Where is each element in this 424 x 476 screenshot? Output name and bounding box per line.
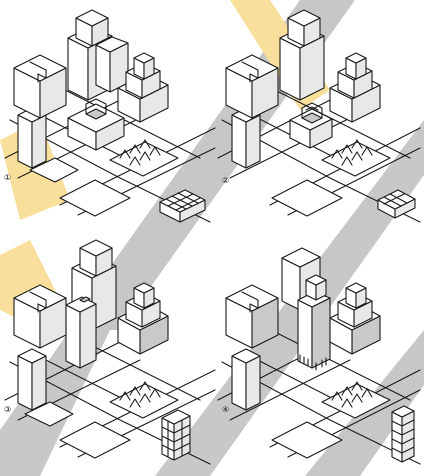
panel-label: ① bbox=[4, 173, 11, 182]
panel-label: ② bbox=[222, 176, 229, 185]
building-l-block bbox=[226, 285, 278, 348]
building-tall-tower bbox=[66, 297, 96, 368]
building-stepped-cluster bbox=[68, 10, 128, 100]
building-dense-block bbox=[290, 103, 332, 148]
building-row-houses bbox=[322, 140, 390, 176]
building-slab bbox=[18, 349, 46, 410]
building-slab bbox=[232, 349, 260, 410]
panel-label: ④ bbox=[222, 405, 229, 414]
building-slab bbox=[232, 108, 260, 168]
building-l-block bbox=[226, 55, 278, 118]
panel-label: ③ bbox=[4, 405, 11, 414]
building-l-block bbox=[14, 55, 66, 118]
building-courtyard bbox=[68, 99, 124, 150]
building-stacked-cubes bbox=[392, 406, 414, 462]
building-l-block bbox=[14, 285, 66, 348]
building-grid-tower bbox=[162, 410, 190, 460]
building-ziggurat bbox=[330, 53, 380, 122]
